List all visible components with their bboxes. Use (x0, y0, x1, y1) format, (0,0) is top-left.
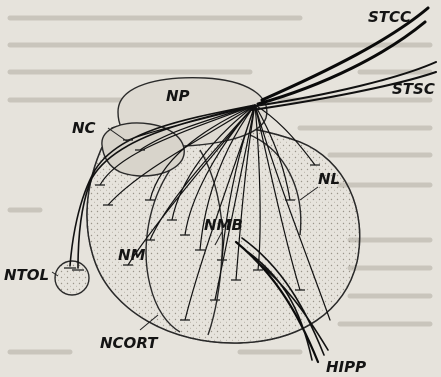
label-nl: NL (318, 170, 340, 188)
label-nmb: NMB (204, 216, 243, 234)
label-ntol: NTOL (4, 266, 49, 284)
label-nm: NM (118, 246, 146, 264)
ntol-ball (55, 261, 89, 295)
label-stsc: STSC (392, 80, 435, 98)
label-hipp: HIPP (326, 358, 366, 376)
label-nc: NC (72, 119, 96, 137)
label-ncort: NCORT (100, 334, 159, 352)
label-np: NP (166, 87, 190, 105)
label-stcc: STCC (368, 8, 411, 26)
